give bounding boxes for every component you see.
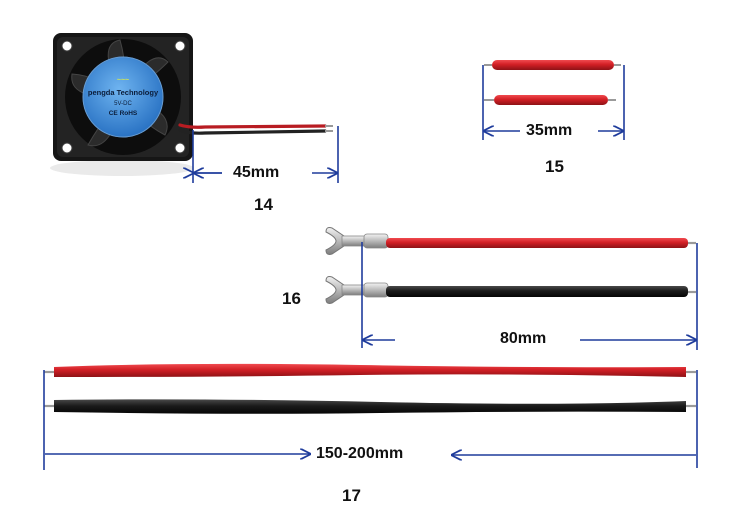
fan-brand-text: pengda Technology: [88, 88, 159, 97]
svg-text:~~~: ~~~: [117, 77, 129, 84]
dimension-label-17: 150-200mm: [316, 445, 404, 462]
dimension-17: [43, 370, 698, 470]
fan-voltage-text: 5V-DC: [114, 101, 132, 107]
long-wires: [44, 363, 696, 414]
dimension-label-15: 35mm: [526, 122, 573, 139]
short-wires: [484, 60, 621, 105]
fan-lead-wires: [178, 123, 333, 135]
dimension-16: [361, 242, 698, 350]
cooling-fan: ~~~ pengda Technology 5V-DC CE RoHS: [50, 33, 194, 176]
item-number-17: 17: [342, 486, 361, 505]
dimension-label-16: 80mm: [500, 330, 547, 347]
fork-terminal-wires: [325, 227, 696, 304]
fan-certification-text: CE RoHS: [109, 110, 138, 117]
dimension-15: [482, 65, 625, 140]
dimension-label-14: 45mm: [233, 164, 280, 181]
item-number-14: 14: [254, 195, 273, 214]
dimension-14: [193, 126, 339, 183]
item-number-16: 16: [282, 289, 301, 308]
item-number-15: 15: [545, 157, 564, 176]
